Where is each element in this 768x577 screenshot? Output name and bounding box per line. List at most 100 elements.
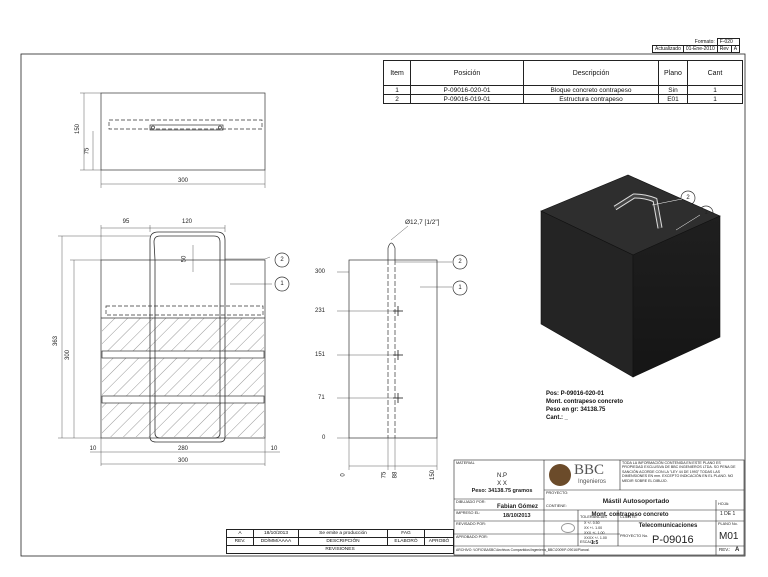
tol-3: XXX +/- 1.00 — [584, 531, 605, 535]
table-row: A 18/10/2013 Se emite a producción FAG — [226, 529, 454, 538]
bom-header-plan: Plano — [658, 60, 688, 86]
dim-top-75: 75 — [84, 147, 91, 155]
project-no: P-09016 — [652, 534, 694, 546]
rev-header: ELABORÓ — [387, 537, 425, 546]
iso-note-weight: Peso en gr: 34138.75 — [546, 407, 606, 413]
reviewed-label: REVISADO POR: — [456, 522, 486, 526]
bom-header-position: Posición — [410, 60, 524, 86]
rev-header: DESCRIPCIÓN — [298, 537, 388, 546]
bom-table: Item Posición Descripción Plano Cant 1 P… — [383, 60, 743, 104]
file-path: ARCHIVO: \\OFIC\BASBC\Archivos Compartid… — [456, 548, 590, 552]
revisions-table: A 18/10/2013 Se emite a producción FAG R… — [226, 529, 454, 554]
bom-header-qty: Cant — [687, 60, 743, 86]
rev-cell: Se emite a producción — [298, 529, 388, 538]
side-view — [337, 225, 452, 470]
rev-cell: FAG — [387, 529, 425, 538]
format-value: F-020 — [716, 38, 741, 46]
plan-no-label: PLANO No. — [718, 522, 738, 526]
dim-side-300: 300 — [315, 269, 326, 275]
material-line2: X X — [497, 481, 507, 487]
rev-header: DD/MM/AAAA — [253, 537, 299, 546]
table-row: 2 P-09016-019-01 Estructura contrapeso E… — [383, 94, 743, 104]
plan-no: M01 — [719, 531, 739, 542]
weight: Peso: 34138.75 gramos — [471, 488, 533, 494]
dim-top-150: 150 — [75, 123, 82, 135]
balloon-1-iso: 1 — [704, 210, 708, 216]
drawn-label: DIBUJADO POR: — [456, 500, 486, 504]
printed-date: 18/10/2013 — [503, 513, 531, 519]
scale-value: 1:5 — [591, 540, 599, 546]
dim-front-363: 363 — [53, 335, 60, 347]
updated-date: 01-Ene-2010 — [682, 45, 718, 53]
dim-front-280: 280 — [177, 446, 189, 452]
bom-cell: 1 — [687, 94, 743, 104]
tolerances-label: TOLERANCIAS — [580, 515, 607, 519]
dim-front-10a: 10 — [89, 446, 97, 452]
dim-side-b75: 75 — [381, 471, 388, 479]
printed-label: IMPRESO EL: — [456, 511, 481, 515]
balloon-1-front: 1 — [280, 281, 284, 287]
rev-label: Rev — [716, 45, 732, 53]
company-logo-text: BBC — [574, 462, 605, 478]
dim-front-50: 50 — [181, 255, 188, 263]
bom-cell: 2 — [383, 94, 411, 104]
updated-label: Actualizado — [652, 45, 684, 53]
tol-2: XX +/- 1.00 — [584, 526, 603, 530]
iso-note: Pos: P-09016-020-01 Mont. contrapeso con… — [546, 390, 623, 422]
bom-header-row: Item Posición Descripción Plano Cant — [383, 60, 743, 86]
rev-header: APROBÓ — [424, 537, 454, 546]
isometric-block — [540, 174, 721, 378]
rev-label-tb: REV.: — [719, 547, 731, 552]
rev-cell — [424, 529, 454, 538]
dim-front-120: 120 — [181, 219, 193, 225]
bom-cell: Bloque concreto contrapeso — [523, 85, 659, 95]
dim-side-231: 231 — [315, 308, 326, 314]
dim-front-95: 95 — [122, 219, 130, 225]
front-view — [58, 225, 280, 466]
dim-side-b0: 0 — [340, 473, 347, 477]
bom-cell: Sin — [658, 85, 688, 95]
rev-value-tb: A — [735, 547, 740, 553]
contains-value: Mont. contrapeso concreto — [591, 512, 669, 518]
dim-top-300: 300 — [177, 178, 189, 184]
bom-cell: 1 — [383, 85, 411, 95]
rev-value: A — [730, 45, 741, 53]
project-name: Mástil Autosoportado — [602, 498, 670, 505]
dim-side-diameter: Ø12,7 [1/2"] — [405, 219, 440, 226]
rev-cell: 18/10/2013 — [253, 529, 299, 538]
bom-cell: P-09016-020-01 — [410, 85, 524, 95]
revisions-header-row: REV. DD/MM/AAAA DESCRIPCIÓN ELABORÓ APRO… — [226, 537, 454, 546]
bom-cell: Estructura contrapeso — [523, 94, 659, 104]
table-row: 1 P-09016-020-01 Bloque concreto contrap… — [383, 85, 743, 95]
dim-side-b150: 150 — [430, 469, 437, 481]
balloon-2-iso: 2 — [686, 195, 690, 201]
rev-header: REV. — [226, 537, 254, 546]
bom-header-description: Descripción — [523, 60, 659, 86]
tol-4: XXXX +/- 1.00 — [584, 536, 607, 540]
company-sub: Ingenieros — [578, 479, 607, 485]
dim-side-151: 151 — [315, 352, 326, 358]
dim-front-300: 300 — [65, 349, 72, 361]
dim-front-300b: 300 — [177, 458, 189, 464]
projection-symbol-icon — [561, 523, 575, 533]
iso-note-pos: Pos: P-09016-020-01 — [546, 391, 605, 397]
title-block-frame — [453, 459, 745, 556]
ownership-notice: TODA LA INFORMACIÓN CONTENIDA EN ESTE PL… — [622, 461, 736, 483]
contains-label: CONTIENE: — [546, 504, 567, 508]
balloon-1-side: 1 — [458, 285, 462, 291]
sheet-border — [20, 53, 746, 557]
tol-1: X +/- 0.50 — [584, 521, 600, 525]
project-no-label: PROYECTO No. — [620, 534, 649, 538]
dim-side-b88: 88 — [392, 471, 399, 479]
bom-cell: 1 — [687, 85, 743, 95]
dim-front-10b: 10 — [270, 446, 278, 452]
balloon-2-front: 2 — [280, 257, 284, 263]
scale-label: ESCALA: — [580, 540, 596, 544]
balloon-2-side: 2 — [458, 259, 462, 265]
approved-label: APROBADO POR: — [456, 535, 488, 539]
dim-side-0: 0 — [322, 435, 326, 441]
bom-cell: E01 — [658, 94, 688, 104]
format-label: Formato: — [652, 38, 718, 46]
